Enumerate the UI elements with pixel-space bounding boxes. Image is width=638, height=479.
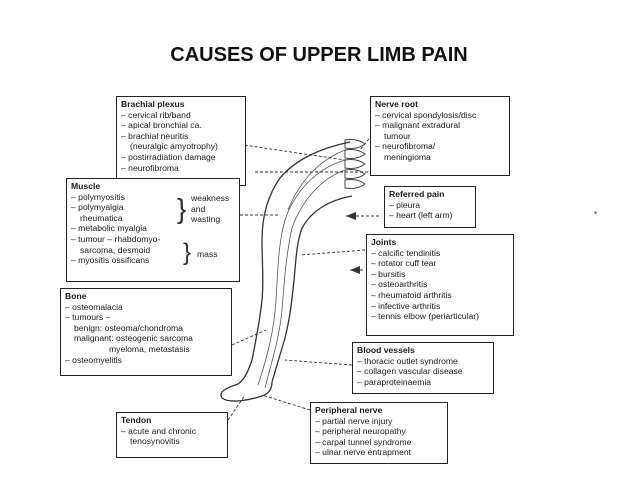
blood-line: – thoracic outlet syndrome — [357, 355, 458, 366]
joints-heading: Joints — [371, 237, 397, 247]
mass-label: mass — [197, 249, 218, 259]
peripheral-nerve-box: Peripheral nerve – partial nerve injury … — [310, 402, 448, 464]
muscle-line: – tumour – rhabdomyo- — [71, 233, 161, 244]
blood-vessels-heading: Blood vessels — [357, 345, 415, 355]
nerve-root-line: – malignant extradural — [375, 120, 461, 131]
bone-line: benign: osteoma/chondroma — [74, 322, 183, 333]
bone-line: – osteomyelitis — [65, 354, 122, 365]
brachial-line: – brachial neuritis — [121, 130, 189, 141]
joints-box: Joints – calcific tendinitis – rotator c… — [366, 234, 514, 336]
joints-line: – bursitis — [371, 268, 406, 279]
blood-line: – paraproteinaemia — [357, 376, 432, 387]
weakness-label: weakness — [191, 193, 230, 203]
pointer-arrows — [346, 212, 360, 274]
bone-line: malignant: osteogenic sarcoma — [74, 333, 193, 344]
weakness-label: and — [191, 203, 206, 214]
brachial-line: – cervical rib/band — [121, 109, 191, 120]
peripheral-nerve-heading: Peripheral nerve — [315, 405, 383, 415]
nerve-root-line: – cervical spondylosis/disc — [375, 109, 477, 120]
referred-line: – pleura — [389, 199, 421, 210]
referred-pain-box: Referred pain – pleura – heart (left arm… — [384, 186, 476, 228]
brachial-line: – apical bronchial ca. — [121, 120, 202, 131]
arm-nerves — [257, 149, 346, 389]
weakness-group: weakness and wasting — [191, 193, 229, 225]
blood-vessels-box: Blood vessels – thoracic outlet syndrome… — [352, 342, 494, 394]
nerve-root-box: Nerve root – cervical spondylosis/disc –… — [370, 96, 510, 176]
nerve-root-line: tumour — [384, 130, 411, 141]
peripheral-line: – peripheral neuropathy — [315, 426, 406, 437]
tendon-heading: Tendon — [121, 415, 152, 425]
referred-pain-heading: Referred pain — [389, 189, 445, 199]
brachial-plexus-box: Brachial plexus – cervical rib/band – ap… — [116, 96, 246, 186]
joints-line: – rheumatoid arthritis — [371, 289, 452, 300]
peripheral-line: – ulnar nerve entrapment — [315, 447, 412, 458]
muscle-box: Muscle – polymyositis – polymyalgia rheu… — [66, 178, 240, 282]
muscle-line: sarcoma, desmoid — [80, 244, 151, 255]
joints-line: – calcific tendinitis — [371, 247, 441, 258]
bone-box: Bone – osteomalacia – tumours – benign: … — [60, 288, 232, 376]
muscle-line: – polymyositis — [71, 191, 125, 202]
muscle-line: – polymyalgia — [71, 202, 124, 213]
muscle-heading: Muscle — [71, 181, 101, 191]
joints-line: – tennis elbow (periarticular) — [371, 311, 479, 322]
peripheral-line: – partial nerve injury — [315, 415, 393, 426]
muscle-line: – myositis ossificans — [71, 255, 150, 266]
bone-line: myeloma, metastasis — [109, 343, 190, 354]
nerve-root-heading: Nerve root — [375, 99, 418, 109]
referred-line: – heart (left arm) — [389, 210, 453, 221]
bone-heading: Bone — [65, 291, 87, 301]
blood-line: – collagen vascular disease — [357, 366, 463, 377]
muscle-line: rheumatica — [80, 212, 123, 223]
peripheral-line: – carpal tunnel syndrome — [315, 436, 412, 447]
brachial-line: – postirradiation damage — [121, 151, 216, 162]
brace-mass: } — [183, 239, 192, 266]
joints-line: – infective arthritis — [371, 300, 441, 311]
bone-line: – tumours – — [65, 312, 111, 323]
muscle-line: – metabolic myalgia — [71, 223, 147, 234]
brachial-plexus-heading: Brachial plexus — [121, 99, 185, 109]
tendon-line: – acute and chronic — [121, 425, 197, 436]
slide-title: CAUSES OF UPPER LIMB PAIN — [170, 44, 468, 66]
weakness-label: wasting — [191, 214, 221, 225]
nerve-root-line: meningioma — [384, 151, 431, 162]
tendon-line: tenosynovitis — [130, 436, 180, 447]
joints-line: – osteoarthritis — [371, 279, 428, 290]
tendon-box: Tendon – acute and chronic tenosynovitis — [116, 412, 228, 458]
nerve-root-line: – neurofibroma/ — [375, 141, 436, 152]
stray-mark: • — [594, 208, 598, 218]
brachial-line: (neuralgic amyotrophy) — [130, 141, 218, 152]
joints-line: – rotator cuff tear — [371, 258, 437, 269]
arm-outline — [220, 141, 353, 402]
bone-line: – osteomalacia — [65, 301, 123, 312]
brachial-line: – neurofibroma — [121, 162, 179, 173]
brace-weakness: } — [177, 193, 187, 224]
